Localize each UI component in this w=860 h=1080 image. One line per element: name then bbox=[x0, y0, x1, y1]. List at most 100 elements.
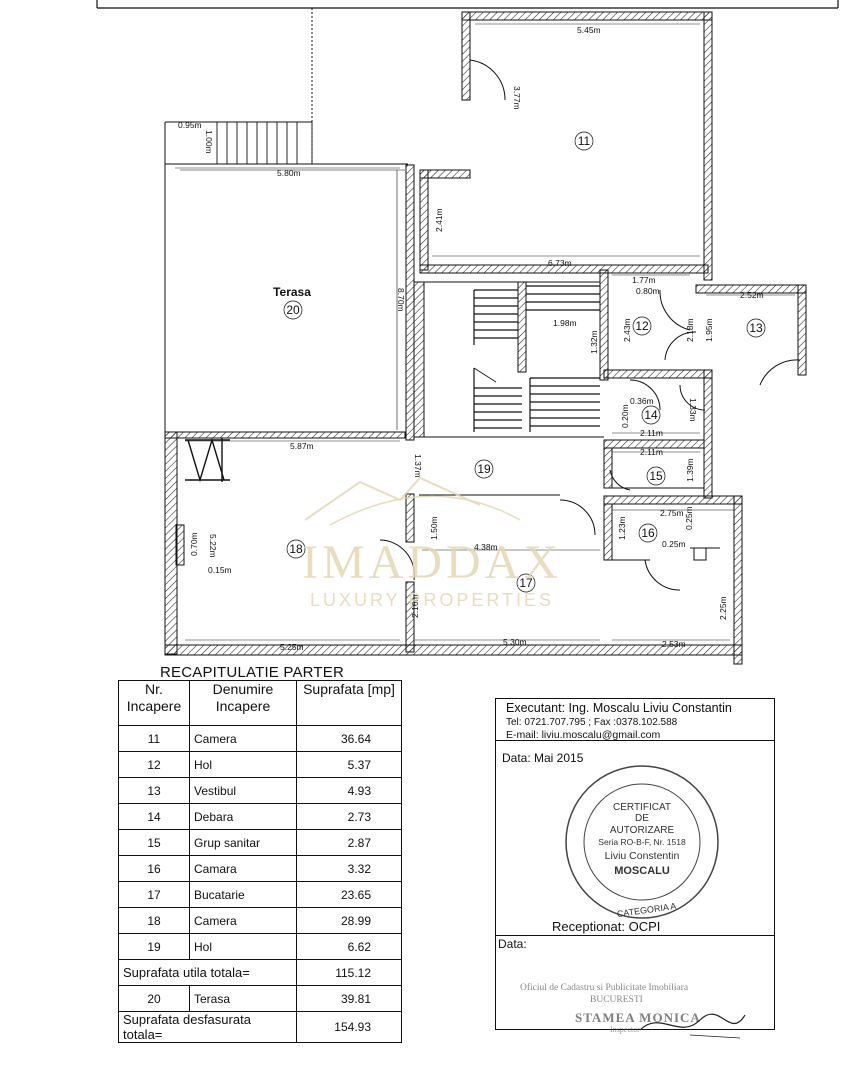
interior-stairs bbox=[473, 285, 600, 432]
stamp-line6: MOSCALU bbox=[614, 865, 670, 877]
row-nr: 13 bbox=[118, 777, 190, 804]
row-area: 2.87 bbox=[296, 829, 402, 856]
watermark-brand: IMADDAX bbox=[302, 536, 562, 589]
dim-133: 1.33m bbox=[688, 398, 698, 422]
total-util-value: 115.12 bbox=[296, 959, 402, 986]
sheet-frame bbox=[96, 0, 839, 9]
dim-036: 0.36m bbox=[630, 396, 654, 406]
row-area: 2.73 bbox=[296, 803, 402, 830]
room-17-label: 17 bbox=[519, 576, 533, 590]
row-area: 6.62 bbox=[296, 933, 402, 960]
dim-015: 0.15m bbox=[208, 565, 232, 575]
room-11-label: 11 bbox=[578, 134, 591, 148]
watermark: IMADDAX LUXURY PROPERTIES bbox=[302, 476, 562, 610]
row-name: Vestibul bbox=[189, 777, 297, 804]
authorization-stamp: CERTIFICAT DE AUTORIZARE Seria RO-B-F, N… bbox=[565, 765, 719, 919]
ocpi-line4: Inspector bbox=[610, 1025, 640, 1034]
dim-020: 0.20m bbox=[620, 404, 630, 428]
stamp-line1: CERTIFICAT bbox=[613, 802, 671, 813]
dim-253: 2.53m bbox=[662, 639, 686, 649]
room-14-label: 14 bbox=[644, 408, 658, 422]
room-16-label: 16 bbox=[641, 526, 655, 540]
row-area: 36.64 bbox=[296, 725, 402, 752]
dimension-lines bbox=[175, 23, 795, 641]
watermark-tagline: LUXURY PROPERTIES bbox=[310, 590, 554, 610]
floor-plan: 5.45m 3.77m 0.95m 1.00m 5.80m 2.41m 6.73… bbox=[96, 0, 839, 665]
dim-580: 5.80m bbox=[277, 168, 301, 178]
received-date: Data: bbox=[498, 937, 527, 951]
executant-email: E-mail: liviu.moscalu@gmail.com bbox=[506, 729, 661, 741]
row-area: 3.32 bbox=[296, 855, 402, 882]
dim-870: 8.70m bbox=[396, 288, 406, 312]
dim-377: 3.77m bbox=[512, 86, 522, 110]
executant-title: Executant: Ing. Moscalu Liviu Constantin bbox=[506, 701, 732, 715]
row-nr: 19 bbox=[118, 933, 190, 960]
row-nr: 16 bbox=[118, 855, 190, 882]
dim-139: 1.39m bbox=[685, 458, 695, 482]
dim-545: 5.45m bbox=[577, 25, 601, 35]
terasa-name: Terasa bbox=[189, 985, 297, 1012]
row-nr: 15 bbox=[118, 829, 190, 856]
executant-date: Data: Mai 2015 bbox=[502, 751, 584, 765]
ocpi-line1: Oficiul de Cadastru si Publicitate Imobi… bbox=[520, 983, 689, 993]
dim-177: 1.77m bbox=[632, 275, 656, 285]
row-name: Camera bbox=[189, 907, 297, 934]
dim-025b: 0.25m bbox=[662, 539, 686, 549]
dim-252: 2.52m bbox=[740, 290, 764, 300]
dim-216: 2.16m bbox=[410, 594, 420, 618]
row-nr: 14 bbox=[118, 803, 190, 830]
stamp-line7: CATEGORIA A bbox=[616, 901, 677, 919]
dim-150: 1.50m bbox=[429, 516, 439, 540]
row-name: Hol bbox=[189, 933, 297, 960]
row-area: 4.93 bbox=[296, 777, 402, 804]
signature-icon bbox=[639, 1013, 746, 1039]
dim-025a: 0.25m bbox=[684, 506, 694, 530]
header-nr: Nr. Incapere bbox=[118, 680, 190, 726]
ocpi-line3: STAMEA MONICA bbox=[575, 1010, 701, 1025]
row-name: Camara bbox=[189, 855, 297, 882]
row-nr: 12 bbox=[118, 751, 190, 778]
terasa-nr: 20 bbox=[118, 985, 190, 1012]
ocpi-line2: BUCURESTI bbox=[590, 995, 643, 1005]
received-row: Receptionat: OCPI bbox=[496, 919, 774, 936]
dim-100: 1.00m bbox=[204, 130, 214, 154]
dim-438: 4.38m bbox=[474, 542, 498, 552]
walls bbox=[164, 11, 807, 665]
dim-218: 2.18m bbox=[685, 318, 695, 342]
row-name: Debara bbox=[189, 803, 297, 830]
dim-123: 1.23m bbox=[617, 516, 627, 540]
room-18-label: 18 bbox=[289, 542, 303, 556]
recap-title: RECAPITULATIE PARTER bbox=[160, 664, 345, 681]
interior-lines bbox=[419, 281, 734, 561]
dim-673: 6.73m bbox=[548, 258, 572, 268]
exterior-stairs bbox=[216, 121, 313, 165]
dim-211a: 2.11m bbox=[640, 428, 663, 438]
dim-211b: 2.11m bbox=[640, 447, 663, 457]
sliding-door bbox=[185, 437, 230, 483]
row-name: Grup sanitar bbox=[189, 829, 297, 856]
stamp-line3: AUTORIZARE bbox=[610, 825, 675, 836]
room-15-label: 15 bbox=[649, 469, 663, 483]
dim-587: 5.87m bbox=[290, 441, 314, 451]
header-name: Denumire Incapere bbox=[189, 680, 297, 726]
total-util-label: Suprafata utila totala= bbox=[118, 959, 297, 986]
received-label: Receptionat: OCPI bbox=[552, 919, 661, 934]
recap-header-row: Nr. Incapere Denumire Incapere Suprafata… bbox=[118, 680, 402, 726]
executant-phone: Tel: 0721.707.795 ; Fax :0378.102.588 bbox=[506, 717, 678, 728]
doors bbox=[379, 59, 801, 591]
row-nr: 11 bbox=[118, 725, 190, 752]
total-util-row: Suprafata utila totala=115.12 bbox=[118, 959, 402, 986]
total-desf-label: Suprafata desfasurata totala= bbox=[118, 1011, 297, 1043]
row-nr: 17 bbox=[118, 881, 190, 908]
room-12-label: 12 bbox=[635, 319, 649, 333]
room-13-label: 13 bbox=[749, 321, 763, 335]
terasa-label: Terasa bbox=[273, 285, 311, 299]
dim-070: 0.70m bbox=[189, 532, 199, 556]
